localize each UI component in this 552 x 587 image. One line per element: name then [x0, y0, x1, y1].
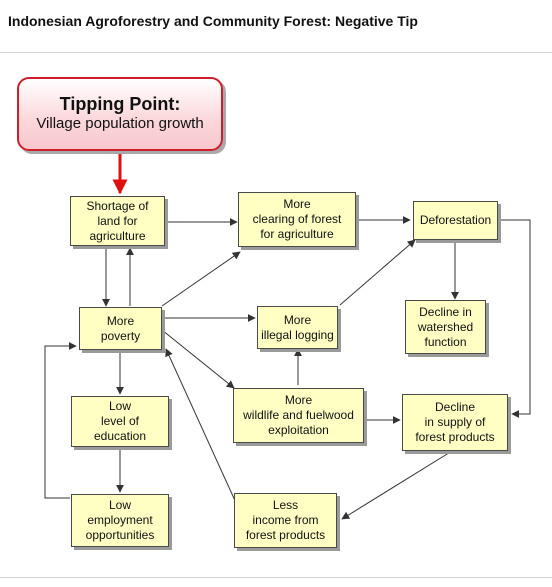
arrow-poverty-to-clearing — [161, 251, 241, 307]
node-more-poverty: More poverty — [79, 307, 162, 350]
arrow-logging-to-deforestation — [339, 239, 416, 306]
top-divider — [0, 52, 552, 53]
arrow-deforestation-to-decline-supply — [498, 219, 531, 418]
node-decline-forest-products: Decline in supply of forest products — [402, 394, 508, 451]
node-decline-watershed: Decline in watershed function — [405, 300, 486, 354]
arrow-employment-to-poverty — [44, 342, 77, 499]
node-wildlife-fuelwood: More wildlife and fuelwood exploitation — [233, 388, 364, 443]
node-shortage-of-land: Shortage of land for agriculture — [70, 196, 165, 246]
node-deforestation: Deforestation — [413, 201, 498, 240]
arrow-poverty-to-wildlife — [161, 329, 235, 389]
tipping-point-subtitle: Village population growth — [36, 115, 204, 132]
arrow-decline-supply-to-less-income — [341, 450, 453, 520]
node-more-clearing: More clearing of forest for agriculture — [238, 192, 356, 247]
node-less-income: Less income from forest products — [234, 493, 337, 548]
node-more-illegal-logging: More illegal logging — [257, 306, 338, 349]
tipping-point-heading: Tipping Point: — [59, 94, 181, 114]
arrow-less-income-to-poverty — [165, 348, 243, 517]
tipping-point-box: Tipping Point: Village population growth — [17, 77, 223, 151]
node-low-employment: Low employment opportunities — [71, 494, 169, 547]
page-title: Indonesian Agroforestry and Community Fo… — [8, 13, 418, 29]
node-low-education: Low level of education — [71, 396, 169, 447]
bottom-divider — [0, 577, 552, 578]
